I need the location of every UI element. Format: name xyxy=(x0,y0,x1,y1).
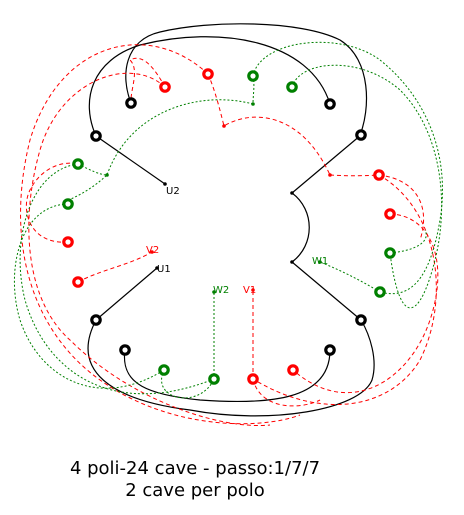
junction-green-left xyxy=(105,173,109,177)
junction-jumper-top xyxy=(290,191,294,195)
slot-green-3 xyxy=(72,158,84,170)
junction-u2 xyxy=(163,182,167,186)
slot-red-4 xyxy=(384,208,396,220)
junction-red-right xyxy=(328,173,332,177)
slot-green-7 xyxy=(158,364,170,376)
u1-lead xyxy=(95,267,158,321)
label-u2: U2 xyxy=(166,186,180,197)
slot-black-2 xyxy=(90,130,102,142)
junction-jumper-bottom xyxy=(290,260,294,264)
w-bottom-loop xyxy=(161,369,215,399)
u-bottom-connection xyxy=(87,319,375,417)
v-left-lead xyxy=(77,251,153,283)
u-top-connection xyxy=(125,23,368,136)
label-v2: V2 xyxy=(146,245,159,256)
junction-w1 xyxy=(318,260,322,264)
v-outer-loop xyxy=(20,44,301,425)
label-u1: U1 xyxy=(157,264,171,275)
w-top-to-inner xyxy=(106,75,255,176)
junctions xyxy=(105,102,332,294)
slot-green-8 xyxy=(208,373,220,385)
w-w1-lead xyxy=(319,261,381,293)
u-top-inner-connection xyxy=(88,36,331,137)
jumper-upper-lead xyxy=(291,134,362,194)
junction-v2 xyxy=(150,250,154,254)
v-left-loop xyxy=(25,162,79,243)
caption-line-1: 4 poli-24 cave - passo:1/7/7 xyxy=(69,458,321,479)
junction-w2 xyxy=(212,290,216,294)
slot-red-6 xyxy=(72,276,84,288)
slot-green-5 xyxy=(384,247,396,259)
slot-red-2 xyxy=(202,68,214,80)
phase-w-winding xyxy=(13,41,443,399)
caption-line-2: 2 cave per polo xyxy=(125,480,265,501)
slot-black-7 xyxy=(355,314,367,326)
jumper-arc xyxy=(291,192,310,263)
slots xyxy=(62,68,396,385)
u-bottom-inner-connection xyxy=(123,349,331,403)
w-top-loop xyxy=(252,41,443,295)
u2-lead xyxy=(95,135,166,185)
v-right-loop xyxy=(329,174,424,241)
slot-red-5 xyxy=(62,236,74,248)
slot-green-2 xyxy=(286,81,298,93)
slot-red-7 xyxy=(247,373,259,385)
slot-red-1 xyxy=(159,81,171,93)
label-v1: V1 xyxy=(243,285,256,296)
label-w1: W1 xyxy=(312,256,328,267)
v-right-2 xyxy=(292,213,439,394)
terminal-labels: U2 U1 V2 V1 W2 W1 xyxy=(146,186,328,296)
phase-v-winding xyxy=(20,44,439,427)
slot-green-4 xyxy=(62,198,74,210)
junction-v1 xyxy=(251,288,255,292)
slot-black-4 xyxy=(355,129,367,141)
label-w2: W2 xyxy=(213,285,229,296)
slot-red-8 xyxy=(287,364,299,376)
slot-black-3 xyxy=(324,98,336,110)
v-outer-loop-2 xyxy=(28,72,271,427)
v-bottom-loop xyxy=(252,378,321,407)
slot-black-8 xyxy=(324,344,336,356)
slot-red-3 xyxy=(373,169,385,181)
w-left-outer-2 xyxy=(19,163,215,395)
v-top-cross xyxy=(129,57,166,104)
jumper-lower-lead xyxy=(291,261,362,321)
junction-u1 xyxy=(155,266,159,270)
junction-red-top xyxy=(222,124,226,128)
w-left-outer xyxy=(13,203,165,389)
w-top-loop-2 xyxy=(291,64,443,309)
slot-black-1 xyxy=(125,97,137,109)
slot-green-1 xyxy=(247,70,259,82)
v-top-to-inner xyxy=(207,73,331,176)
slot-black-6 xyxy=(119,344,131,356)
w-right-loop xyxy=(389,229,427,254)
junction-green-top xyxy=(251,102,255,106)
slot-black-5 xyxy=(90,314,102,326)
phase-u-winding xyxy=(87,23,375,417)
v-right-outer xyxy=(252,174,437,405)
slot-green-6 xyxy=(374,286,386,298)
w-left-loop xyxy=(65,163,109,205)
